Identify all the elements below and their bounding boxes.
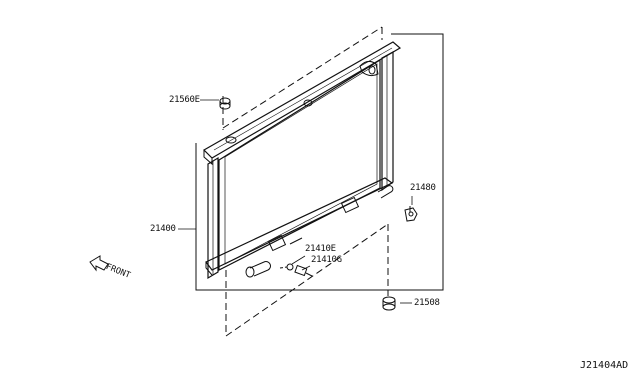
mount-clip — [404, 207, 418, 222]
radiator-core — [203, 41, 402, 280]
diagram-code: J21404AD — [580, 360, 629, 371]
label-21400: 21400 — [150, 224, 176, 234]
phantom-outline — [222, 26, 411, 337]
drain-cock — [294, 264, 313, 277]
leader-lines — [178, 99, 413, 304]
radiator-cap — [219, 97, 231, 110]
label-21410E: 21410E — [305, 244, 336, 254]
label-21410G: 21410G — [311, 255, 342, 265]
assembly-boundary — [195, 33, 444, 291]
front-arrow-icon — [89, 255, 109, 272]
rubber-mount — [382, 296, 396, 311]
drain-plug — [279, 263, 294, 271]
label-21560E: 21560E — [169, 95, 200, 105]
label-21508: 21508 — [414, 298, 440, 308]
label-21480: 21480 — [410, 183, 436, 193]
